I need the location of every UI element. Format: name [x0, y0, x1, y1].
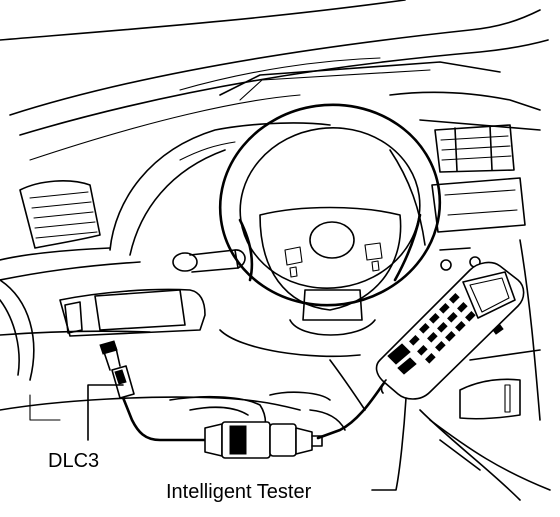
intelligent-tester [375, 261, 525, 400]
dlc3-leader [87, 384, 124, 441]
center-vents [431, 124, 526, 271]
right-console [419, 239, 551, 501]
keypad [409, 293, 476, 364]
steering-wheel [218, 103, 442, 358]
cable-connector [204, 421, 323, 459]
dlc3-plug [99, 340, 135, 399]
tester-leader [371, 397, 407, 491]
tester-label: Intelligent Tester [166, 481, 312, 503]
ignition-stalk [172, 249, 246, 273]
dashboard-top [0, 0, 549, 161]
lower-panel [0, 279, 301, 421]
left-vent [0, 180, 141, 281]
instrument-hood [109, 122, 426, 256]
dlc3-label: DLC3 [48, 450, 99, 472]
tester-cable [120, 381, 386, 442]
